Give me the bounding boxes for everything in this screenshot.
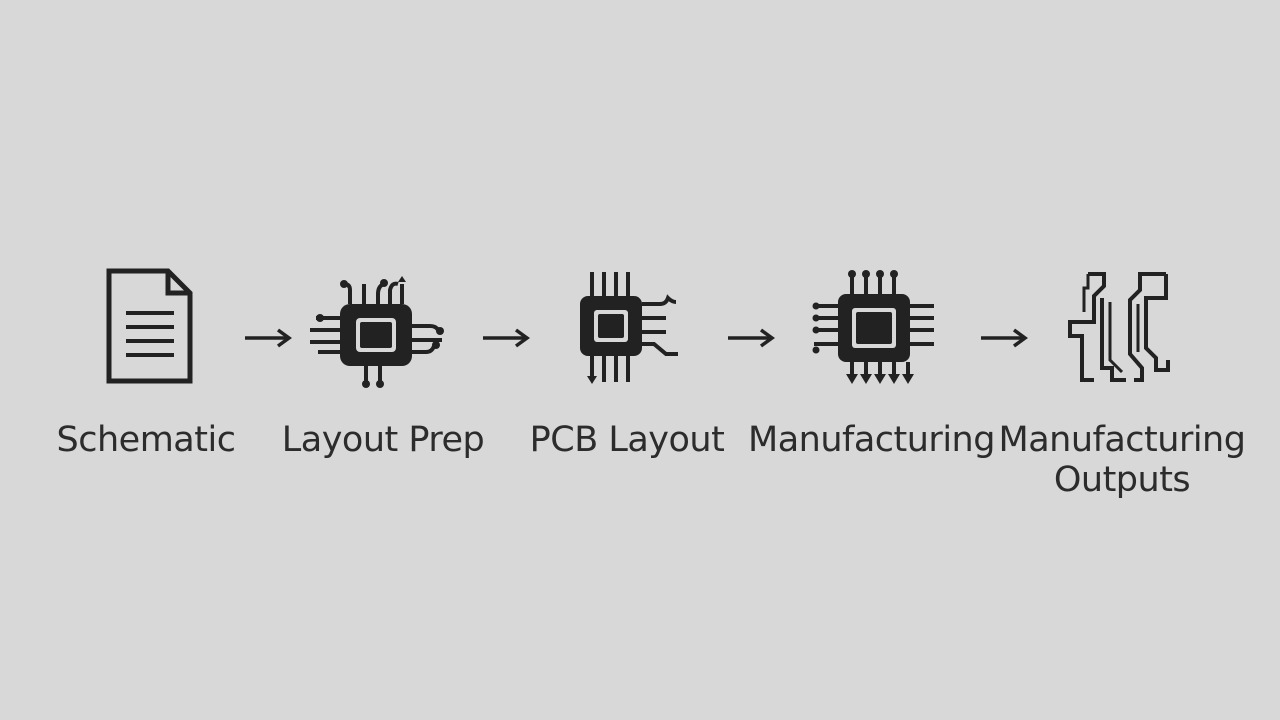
document-icon: [104, 268, 194, 386]
arrow-right-icon: [244, 328, 294, 348]
step-label-layout-prep: Layout Prep: [281, 420, 485, 460]
chip-icon: [808, 266, 938, 390]
chip-icon: [574, 268, 684, 388]
step-label-schematic: Schematic: [56, 420, 236, 460]
arrow-right-icon: [482, 328, 532, 348]
chip-icon: [306, 274, 448, 390]
step-label-manufacturing: Manufacturing: [748, 420, 995, 460]
step-label-pcb-layout: PCB Layout: [529, 420, 725, 460]
circuit-traces-icon: [1064, 268, 1172, 388]
arrow-right-icon: [980, 328, 1030, 348]
step-label-line: Outputs: [1053, 460, 1191, 500]
step-label-manufacturing-outputs: Manufacturing Outputs: [996, 420, 1248, 500]
arrow-right-icon: [727, 328, 777, 348]
step-label-line: Manufacturing: [998, 420, 1246, 460]
